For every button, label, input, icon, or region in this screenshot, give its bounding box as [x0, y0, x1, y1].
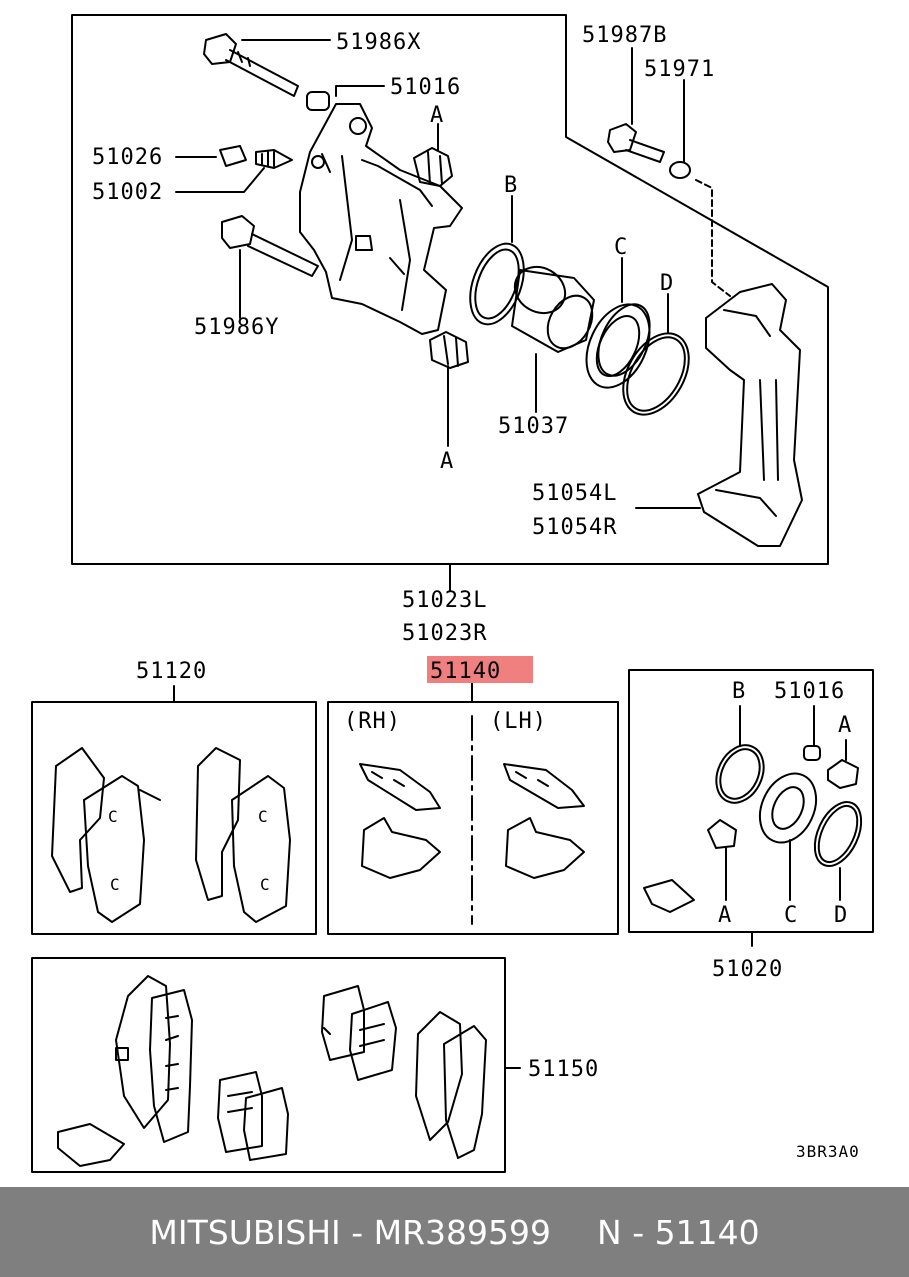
brake-pads-drawing: C C C C [51, 747, 291, 923]
dust-boot-lower-drawing [429, 331, 469, 369]
label-51016: 51016 [390, 75, 461, 100]
washer-drawing [669, 161, 691, 179]
label-seal-ref-b: B [732, 679, 746, 704]
label-seal-ref-d: D [834, 903, 848, 928]
seal-kit-drawing [643, 705, 863, 913]
piston-seal-drawing [469, 242, 525, 326]
label-seal-ref-a-top: A [838, 713, 852, 738]
svg-text:C: C [258, 807, 269, 826]
label-51971: 51971 [644, 57, 715, 82]
seal-kit-frame [628, 669, 874, 933]
pad-clips-drawing [359, 763, 585, 879]
label-51986Y: 51986Y [194, 315, 279, 340]
highlight-box [427, 656, 533, 683]
label-51002: 51002 [92, 180, 163, 205]
svg-text:C: C [110, 875, 121, 894]
label-ref-a-bottom: A [440, 449, 454, 474]
piston-drawing [511, 265, 595, 353]
label-51026: 51026 [92, 145, 163, 170]
footer-brand: MITSUBISHI [149, 1212, 341, 1252]
label-51023L: 51023L [402, 588, 487, 613]
caliper-body-drawing [299, 103, 463, 335]
label-seal-ref-c: C [784, 903, 798, 928]
label-ref-b: B [504, 173, 518, 198]
label-51054R: 51054R [532, 515, 617, 540]
pad-kit-frame [31, 957, 506, 1173]
label-rh: (RH) [344, 709, 401, 734]
label-51120: 51120 [136, 659, 207, 684]
guide-pin-upper-drawing [203, 33, 299, 97]
label-51023R: 51023R [402, 621, 487, 646]
bushing-drawing [306, 91, 330, 111]
label-51037: 51037 [498, 414, 569, 439]
guide-pin-lower-drawing [221, 215, 319, 277]
label-seal-51016: 51016 [774, 679, 845, 704]
clip-kit-frame [327, 701, 619, 935]
svg-text:C: C [260, 875, 271, 894]
footer-ref-number: 51140 [654, 1212, 760, 1252]
footer-separator: - [340, 1212, 374, 1252]
footer-bar: MITSUBISHI - MR389599 N - 51140 [0, 1187, 909, 1277]
bleeder-drawing [219, 145, 293, 169]
footer-ref-prefix: N - [597, 1212, 655, 1252]
label-ref-d: D [660, 271, 674, 296]
caliper-support-drawing [697, 283, 803, 547]
caliper-assembly-frame [71, 14, 829, 565]
ring-drawing [622, 332, 690, 416]
drawing-code: 3BR3A0 [796, 1142, 860, 1161]
label-lh: (LH) [490, 709, 547, 734]
pad-set-frame [31, 701, 317, 935]
label-51054L: 51054L [532, 481, 617, 506]
label-51150: 51150 [528, 1057, 599, 1082]
label-51020: 51020 [712, 957, 783, 982]
label-51987B: 51987B [582, 23, 667, 48]
footer-part-number: MR389599 [373, 1212, 552, 1252]
label-ref-c: C [614, 235, 628, 260]
label-51140: 51140 [430, 659, 501, 684]
label-51986X: 51986X [336, 30, 421, 55]
dust-boot-upper-drawing [413, 147, 453, 187]
label-ref-a-top: A [430, 103, 444, 128]
bolt-drawing [607, 123, 665, 163]
svg-text:C: C [108, 807, 119, 826]
label-seal-ref-a-bottom: A [718, 903, 732, 928]
parts-diagram: C C C C [31, 14, 874, 1173]
pad-kit-drawing [57, 975, 487, 1167]
